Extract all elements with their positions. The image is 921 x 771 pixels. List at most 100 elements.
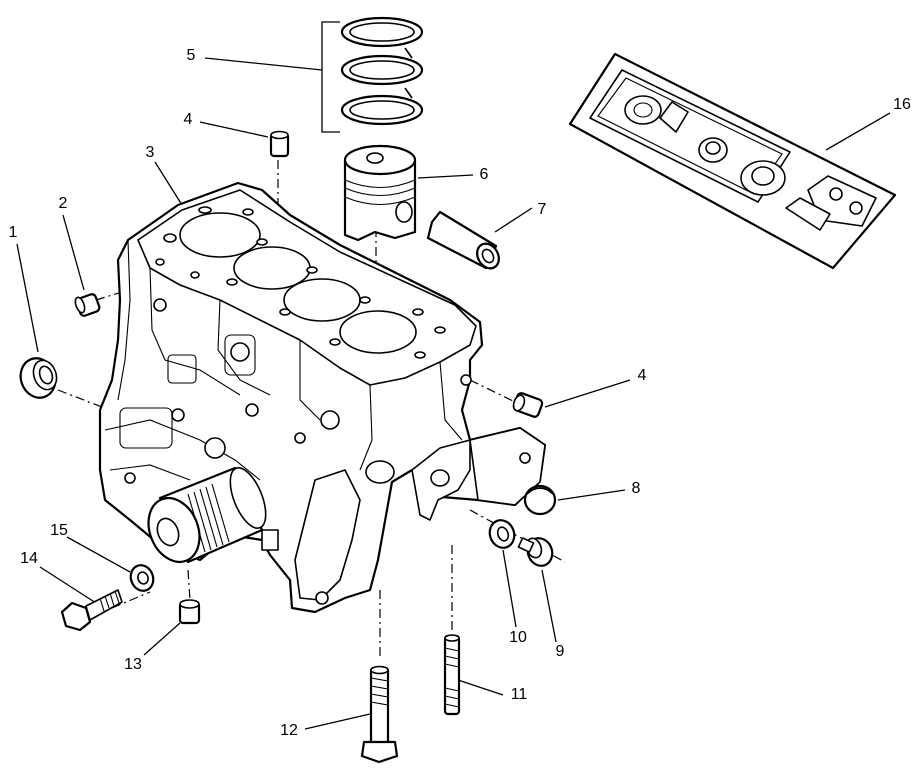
block-oil-port xyxy=(365,460,395,484)
callout-10: 10 xyxy=(509,629,527,646)
callout-14: 14 xyxy=(20,550,38,567)
cylinder-bore-4 xyxy=(339,310,417,354)
rings-bracket xyxy=(321,21,340,133)
callout-11: 11 xyxy=(510,686,528,703)
block-rib-3 xyxy=(299,340,321,421)
seal-1 xyxy=(19,357,58,399)
leader-14 xyxy=(39,566,97,604)
piston-pin-boss xyxy=(395,201,413,223)
block-rib-1 xyxy=(149,267,241,396)
gasket-ring-a xyxy=(624,95,662,125)
callout-6: 6 xyxy=(479,166,489,183)
dowel-4-top xyxy=(269,130,290,158)
bolt-14-shank xyxy=(85,589,123,621)
callout-16: 16 xyxy=(893,96,911,113)
leader-7 xyxy=(494,207,533,233)
plug-highlight xyxy=(526,487,554,495)
block-hole-c xyxy=(245,403,259,417)
piston-body xyxy=(343,158,417,242)
bolt-12 xyxy=(360,665,399,764)
axis-dowel-13 xyxy=(187,569,191,601)
leader-8 xyxy=(557,489,626,501)
block-hole-e xyxy=(124,472,136,484)
piston-pin xyxy=(426,210,500,270)
block-pad-2 xyxy=(167,354,197,384)
block-hole-b xyxy=(171,408,185,422)
dowel-13 xyxy=(178,599,201,625)
block-mount-leg xyxy=(294,469,361,601)
callout-9: 9 xyxy=(555,643,565,660)
washer-15 xyxy=(129,564,155,592)
leader-11 xyxy=(457,679,504,696)
bolt-14-thread xyxy=(99,590,120,612)
block-rib-6 xyxy=(104,419,261,481)
cylinder-bore-3 xyxy=(283,278,361,322)
callout-13: 13 xyxy=(124,656,142,673)
gasket-seal-f xyxy=(785,197,831,231)
filter-flange xyxy=(229,467,267,529)
block-boss-i xyxy=(230,342,250,362)
gasket-set-16 xyxy=(568,52,897,270)
piston-rings xyxy=(340,16,424,126)
block-rib-4 xyxy=(359,384,373,471)
leader-4b xyxy=(544,379,631,408)
piston-groove-3 xyxy=(344,196,416,205)
deck-coolant-holes xyxy=(155,206,446,359)
block-hole-d xyxy=(294,432,306,444)
block-hole-f xyxy=(460,374,472,386)
leader-10 xyxy=(502,549,517,628)
callout-7: 7 xyxy=(537,201,547,218)
leader-5 xyxy=(204,57,323,71)
block-rib-5 xyxy=(439,361,463,441)
block-edge-left xyxy=(117,239,131,401)
washer-10 xyxy=(488,519,516,549)
gasket-outline-inner xyxy=(597,77,783,195)
callout-5: 5 xyxy=(186,47,196,64)
filter-center xyxy=(156,517,180,547)
leader-6 xyxy=(417,174,474,179)
bolt-14-head xyxy=(60,601,92,632)
axis-bolt-14 xyxy=(111,591,151,609)
leader-4a xyxy=(199,121,269,138)
leader-3 xyxy=(154,161,183,206)
block-rear-port xyxy=(430,469,450,487)
oil-sender-9 xyxy=(517,537,554,567)
dowel-2 xyxy=(74,293,101,317)
block-pad-1 xyxy=(119,407,173,449)
callout-2: 2 xyxy=(58,195,68,212)
block-rib-7 xyxy=(109,464,191,481)
plug-8 xyxy=(523,484,557,516)
bolt-14 xyxy=(60,589,123,632)
leader-16 xyxy=(825,112,891,151)
leader-15 xyxy=(66,536,131,573)
piston-crown-mark xyxy=(366,152,384,164)
block-rib-2 xyxy=(217,299,271,396)
gasket-seal-b xyxy=(659,101,689,133)
leader-lines xyxy=(16,21,891,730)
block-boss-g xyxy=(320,410,340,430)
oil-filter xyxy=(147,466,267,564)
leader-1 xyxy=(16,243,39,353)
dowel-4-right xyxy=(512,392,544,418)
leader-9 xyxy=(541,569,557,643)
callout-1: 1 xyxy=(8,224,18,241)
bolt-12-head xyxy=(360,740,399,764)
callout-3: 3 xyxy=(145,144,155,161)
cylinder-bore-1 xyxy=(179,212,261,258)
piston xyxy=(343,144,417,242)
filter-grip-ridges xyxy=(187,483,230,553)
bolt-12-threads xyxy=(370,677,389,706)
block-rear-bracket xyxy=(469,427,546,506)
leader-2 xyxy=(62,214,85,291)
stud-threads xyxy=(444,647,460,708)
axis-seal-1 xyxy=(57,389,121,415)
callout-15: 15 xyxy=(50,522,68,539)
callout-12: 12 xyxy=(280,722,298,739)
block-leg-hole xyxy=(315,591,329,605)
callout-4-top: 4 xyxy=(183,111,193,128)
block-bracket-hole xyxy=(519,452,531,464)
callout-8: 8 xyxy=(631,480,641,497)
piston-groove-2 xyxy=(344,187,416,196)
